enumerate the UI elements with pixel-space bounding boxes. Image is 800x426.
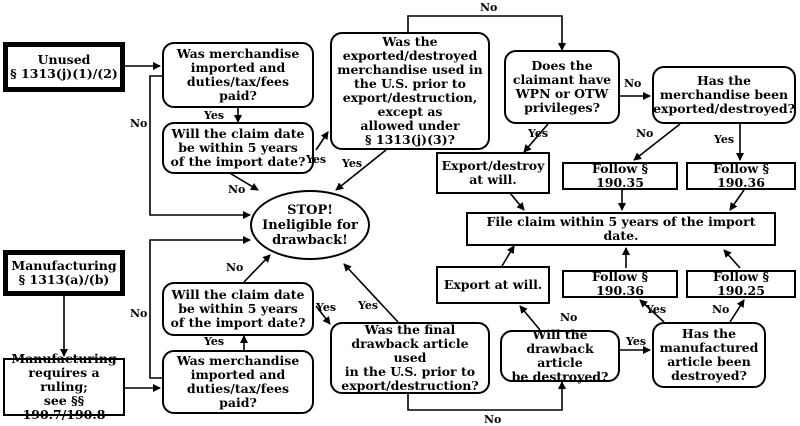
- exported-used-question: Was the exported/destroyed merchandise u…: [330, 32, 490, 150]
- arrow-mfg-5yr-to-stop: [243, 254, 271, 283]
- arrow-final-to-destroyed-will: [407, 381, 566, 411]
- label-no-exported-destroyed: No: [636, 127, 654, 140]
- mfg-5yr-question: Will the claim date be within 5 years of…: [162, 282, 314, 336]
- label-yes-mfg-5yr: Yes: [316, 301, 337, 314]
- label-yes-exported: Yes: [342, 157, 363, 170]
- arrow-5yr-to-exported: [315, 131, 329, 151]
- arrow-export-will-to-file: [501, 245, 515, 267]
- unused-paid-question: Was merchandise imported and duties/tax/…: [162, 42, 314, 108]
- follow-19035-box: Follow § 190.35: [562, 162, 678, 190]
- label-no-bottom: No: [484, 413, 502, 426]
- arrow-19036-to-file: [729, 189, 745, 211]
- unused-start-box: Unused § 1313(j)(1)/(2): [3, 42, 125, 92]
- label-yes-wpn: Yes: [528, 127, 549, 140]
- destroyed-will-question: Will the drawback article be destroyed?: [500, 328, 620, 384]
- arrow-no-loop-bottom: [149, 236, 251, 379]
- label-no-destroyed-will: No: [560, 311, 578, 324]
- arrow-export-destroy-to-file: [509, 192, 525, 211]
- label-no-mfg-destroyed: No: [712, 303, 730, 316]
- file-claim-box: File claim within 5 years of the import …: [466, 212, 776, 246]
- exported-destroyed-question: Has the merchandise been exported/destro…: [652, 66, 796, 124]
- unused-5yr-question: Will the claim date be within 5 years of…: [162, 122, 314, 174]
- stop-ineligible: STOP! Ineligible for drawback!: [250, 190, 370, 260]
- arrow-to-19035: [633, 123, 681, 161]
- arrow-final-to-stop: [343, 263, 399, 323]
- label-no-5yr: No: [228, 183, 246, 196]
- arrow-5yr-to-stop: [227, 171, 259, 191]
- label-yes-5yr: Yes: [306, 153, 327, 166]
- follow-19025-box: Follow § 190.25: [686, 270, 796, 298]
- arrow-mfg-5yr-to-final: [315, 305, 331, 325]
- label-yes-final: Yes: [358, 299, 379, 312]
- ruling-box: Manufacturing requires a ruling; see §§ …: [3, 352, 125, 422]
- arrow-to-19036-bottom: [639, 299, 665, 323]
- final-used-question: Was the final drawback article used in t…: [330, 322, 490, 394]
- label-yes-destroyed-will: Yes: [626, 335, 647, 348]
- label-yes-paid: Yes: [204, 109, 225, 122]
- label-yes-mfg-destroyed: Yes: [646, 303, 667, 316]
- label-yes-exported-destroyed: Yes: [714, 133, 735, 146]
- label-no-left-bottom: No: [130, 307, 148, 320]
- follow-19036-top-box: Follow § 190.36: [686, 162, 796, 190]
- label-no-mfg-5yr: No: [226, 261, 244, 274]
- arrow-exported-to-stop: [335, 149, 387, 191]
- export-at-will-box: Export at will.: [436, 266, 550, 304]
- arrow-no-to-wpn: [407, 15, 566, 51]
- export-destroy-at-will-box: Export/destroy at will.: [436, 152, 550, 194]
- mfg-destroyed-question: Has the manufactured article been destro…: [652, 322, 766, 388]
- arrow-wpn-to-export-destroy: [523, 123, 549, 153]
- label-no-wpn: No: [624, 77, 642, 90]
- manufacturing-start-box: Manufacturing § 1313(a)/(b): [3, 250, 125, 296]
- arrow-19025-to-file: [723, 249, 741, 269]
- mfg-paid-question: Was merchandise imported and duties/tax/…: [162, 350, 314, 414]
- follow-19036-bottom-box: Follow § 190.36: [562, 270, 678, 298]
- label-no-left-top: No: [130, 117, 148, 130]
- arrow-to-19025: [729, 299, 745, 323]
- label-yes-mfg-paid: Yes: [204, 335, 225, 348]
- label-no-top: No: [480, 1, 498, 14]
- arrow-destroyed-will-to-export: [519, 305, 541, 331]
- arrow-no-loop-top: [149, 75, 251, 219]
- wpn-question: Does the claimant have WPN or OTW privil…: [504, 50, 620, 124]
